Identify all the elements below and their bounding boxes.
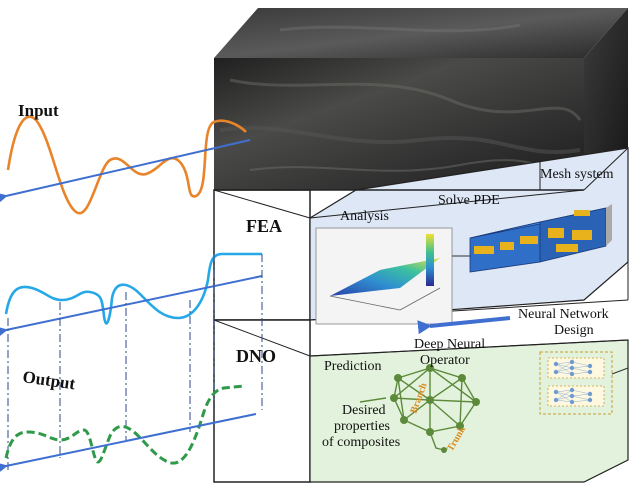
output-label: Output [21, 367, 76, 393]
dno-arrow [0, 413, 257, 473]
dno-wave [4, 384, 245, 465]
desired-line2: properties [334, 419, 390, 434]
analysis-label: Analysis [340, 209, 389, 224]
rock-front-face [214, 58, 584, 190]
analysis-colorbar [426, 234, 434, 286]
rock-block [214, 8, 628, 190]
projection-lines [7, 254, 263, 470]
prediction-label: Prediction [324, 359, 382, 374]
mesh-blocks [469, 204, 612, 273]
nn-design-schematic [539, 351, 629, 415]
fea-contents [315, 204, 612, 325]
output-wave [4, 252, 262, 325]
rock-top-face [214, 8, 628, 58]
nn-design-label-line1: Neural Network [518, 307, 609, 322]
deep-neural-operator-line1: Deep Neural [414, 337, 485, 352]
fea-label: FEA [246, 216, 282, 236]
deep-neural-operator-line2: Operator [420, 353, 470, 368]
input-signal [0, 115, 251, 215]
desired-line1: Desired [342, 403, 386, 418]
solve-pde-label: Solve PDE [438, 193, 500, 208]
rock-side-face [584, 8, 628, 190]
nn-design-label-line2: Design [554, 323, 594, 338]
network-nodes [390, 364, 480, 453]
mesh-system-label: Mesh system [540, 167, 614, 182]
dno-flow-arrow [417, 316, 511, 335]
output-arrow [0, 275, 263, 337]
input-wave [6, 115, 247, 215]
input-arrow [0, 139, 251, 203]
output-signal [0, 252, 263, 470]
dno-label: DNO [236, 346, 276, 366]
dno-signal [0, 384, 257, 473]
analysis-surface [330, 258, 440, 296]
input-label: Input [18, 101, 59, 120]
dno-contents [359, 316, 629, 453]
desired-line3: of composites [322, 435, 400, 450]
